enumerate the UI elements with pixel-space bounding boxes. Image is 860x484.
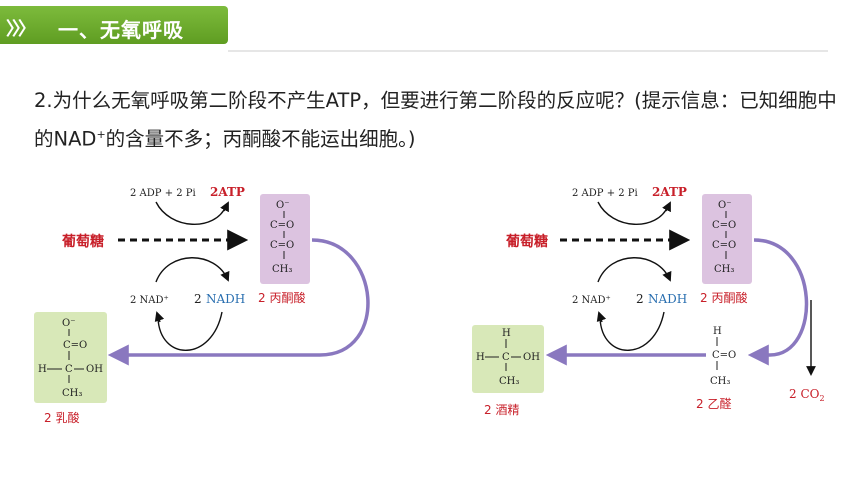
left-nad-label: 2 NAD⁺ <box>130 295 169 306</box>
question-part-2: 的含量不多；丙酮酸不能运出细胞。) <box>105 127 416 151</box>
question-superscript: + <box>96 128 106 141</box>
right-ethanol-box <box>472 325 544 393</box>
left-atp-label: 2ATP <box>210 185 245 199</box>
right-nad-label: 2 NAD⁺ <box>572 295 611 306</box>
left-lactate-box <box>34 312 107 403</box>
left-return-arrowhead <box>154 311 165 323</box>
right-pyr-o-minus: O⁻ <box>718 200 731 211</box>
left-lac-c1: C=O <box>63 340 87 351</box>
left-pyruvate-box <box>260 194 310 284</box>
left-diagram: 葡萄糖 2 ADP + 2 Pi 2ATP 2 NAD⁺ 2 NADH O⁻ C… <box>34 185 370 425</box>
left-pyr-ch3: CH₃ <box>272 264 292 275</box>
left-lac-o-minus: O⁻ <box>62 318 75 329</box>
right-eth-oh: OH <box>523 352 540 363</box>
right-co2-label: 2 CO2 <box>789 387 825 403</box>
right-atp-label: 2ATP <box>652 185 687 199</box>
right-glucose-label: 葡萄糖 <box>505 233 548 250</box>
left-lac-ch3: CH₃ <box>62 388 82 399</box>
left-lac-oh: OH <box>86 364 103 375</box>
left-pyr-c2: C=O <box>270 240 294 251</box>
right-pyr-c2: C=O <box>712 240 736 251</box>
right-return-arrowhead <box>596 311 607 323</box>
chevrons-icon: 〉〉〉 <box>6 19 36 40</box>
left-lactate-structure: O⁻ C=O H C OH CH₃ <box>38 318 103 399</box>
right-pyr-c1: C=O <box>712 220 736 231</box>
right-eth-c: C <box>502 352 510 363</box>
right-co2-text: 2 CO <box>789 387 820 401</box>
right-eth-h-top: H <box>502 328 511 339</box>
right-nadh-number: 2 <box>636 292 644 306</box>
right-pyruvate-structure: O⁻ C=O C=O CH₃ <box>712 200 736 275</box>
left-atp-arrowhead <box>220 201 229 213</box>
right-pyr-ch3: CH₃ <box>714 264 734 275</box>
left-lactate-arrow <box>107 238 370 366</box>
right-pyruvate-label: 2 丙酮酸 <box>700 290 747 305</box>
left-lac-h: H <box>38 364 47 375</box>
left-pyruvate-structure: O⁻ C=O C=O CH₃ <box>270 200 294 275</box>
section-title: 一、无氧呼吸 <box>58 18 184 42</box>
right-nadh-arc <box>597 257 672 283</box>
left-nadh-label: NADH <box>206 292 245 306</box>
left-nadh-number: 2 <box>194 292 202 306</box>
right-ethanol-structure: H H C OH CH₃ <box>476 328 540 387</box>
left-return-arc <box>157 311 223 351</box>
right-diagram: 葡萄糖 2 ADP + 2 Pi 2ATP 2 NAD⁺ 2 NADH O⁻ C… <box>472 185 825 417</box>
left-atp-arc <box>155 201 227 225</box>
right-acetaldehyde-label: 2 乙醛 <box>696 396 731 411</box>
left-pyr-o-minus: O⁻ <box>276 200 289 211</box>
right-acetaldehyde-structure: H C=O CH₃ <box>710 326 736 387</box>
left-pyruvate-label: 2 丙酮酸 <box>258 290 305 305</box>
right-atp-arrowhead <box>662 201 671 213</box>
right-acetaldehyde-arrow <box>747 238 809 366</box>
left-pyr-c1: C=O <box>270 220 294 231</box>
right-co2-subscript: 2 <box>819 394 824 403</box>
left-lactate-label: 2 乳酸 <box>44 410 79 425</box>
section-header: 〉〉〉 一、无氧呼吸 <box>0 6 228 44</box>
right-ald-ch3: CH₃ <box>710 376 730 387</box>
right-eth-ch3: CH₃ <box>499 376 519 387</box>
left-lac-c2: C <box>65 364 73 375</box>
header-divider <box>228 50 828 52</box>
right-nadh-label: NADH <box>648 292 687 306</box>
right-return-arc <box>599 311 665 351</box>
right-eth-h-left: H <box>476 352 485 363</box>
left-nadh-arc <box>155 257 230 283</box>
question-part-1: 2.为什么无氧呼吸第二阶段不产生ATP，但要进行第二阶段的反应呢？(提示信息：已… <box>34 89 837 151</box>
right-pyruvate-box <box>702 194 752 284</box>
right-ethanol-label: 2 酒精 <box>484 403 519 417</box>
right-ald-h: H <box>713 326 722 337</box>
right-adp-label: 2 ADP + 2 Pi <box>572 188 638 199</box>
right-atp-arc <box>597 201 669 225</box>
left-adp-label: 2 ADP + 2 Pi <box>130 188 196 199</box>
left-glucose-label: 葡萄糖 <box>61 233 104 250</box>
right-ald-c: C=O <box>712 350 736 361</box>
question-text: 2.为什么无氧呼吸第二阶段不产生ATP，但要进行第二阶段的反应呢？(提示信息：已… <box>34 84 844 157</box>
